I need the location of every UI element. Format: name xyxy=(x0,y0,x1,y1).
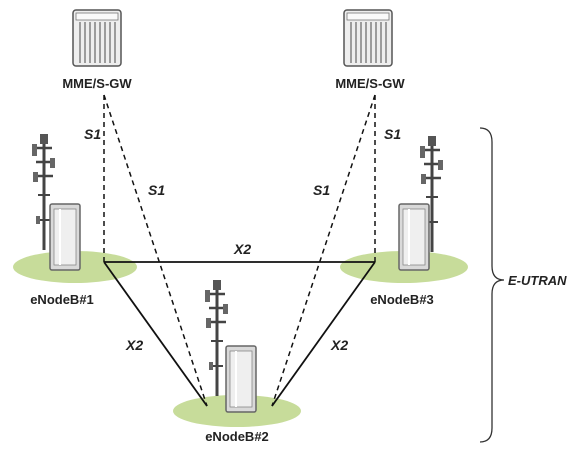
mme-right-label: MME/S-GW xyxy=(335,76,405,91)
x2-link-enb3-enb2 xyxy=(271,261,376,407)
s1-label-right-vertical: S1 xyxy=(384,126,401,142)
s1-label-left-diagonal: S1 xyxy=(148,182,165,198)
mme-left-label: MME/S-GW xyxy=(62,76,132,91)
x2-label-top: X2 xyxy=(233,241,251,257)
enb3-base-station-icon xyxy=(398,134,445,271)
x2-link-enb1-enb2 xyxy=(103,261,208,407)
x2-label-left: X2 xyxy=(125,337,143,353)
e-utran-brace xyxy=(479,127,505,443)
e-utran-label: E-UTRAN xyxy=(508,273,567,288)
enb2-base-station-icon xyxy=(203,278,257,413)
enb1-base-station-icon xyxy=(30,132,81,271)
mme-left-server-icon xyxy=(72,9,122,67)
s1-link-mme2-enb2 xyxy=(271,94,376,407)
s1-label-left-vertical: S1 xyxy=(84,126,101,142)
s1-link-mme1-enb2 xyxy=(103,94,208,407)
s1-label-right-diagonal: S1 xyxy=(313,182,330,198)
s1-links xyxy=(103,94,376,407)
enb1-label: eNodeB#1 xyxy=(30,292,94,307)
x2-links xyxy=(103,261,376,407)
mme-right-server-icon xyxy=(343,9,393,67)
enb2-label: eNodeB#2 xyxy=(205,429,269,444)
enb3-label: eNodeB#3 xyxy=(370,292,434,307)
x2-label-right: X2 xyxy=(330,337,348,353)
